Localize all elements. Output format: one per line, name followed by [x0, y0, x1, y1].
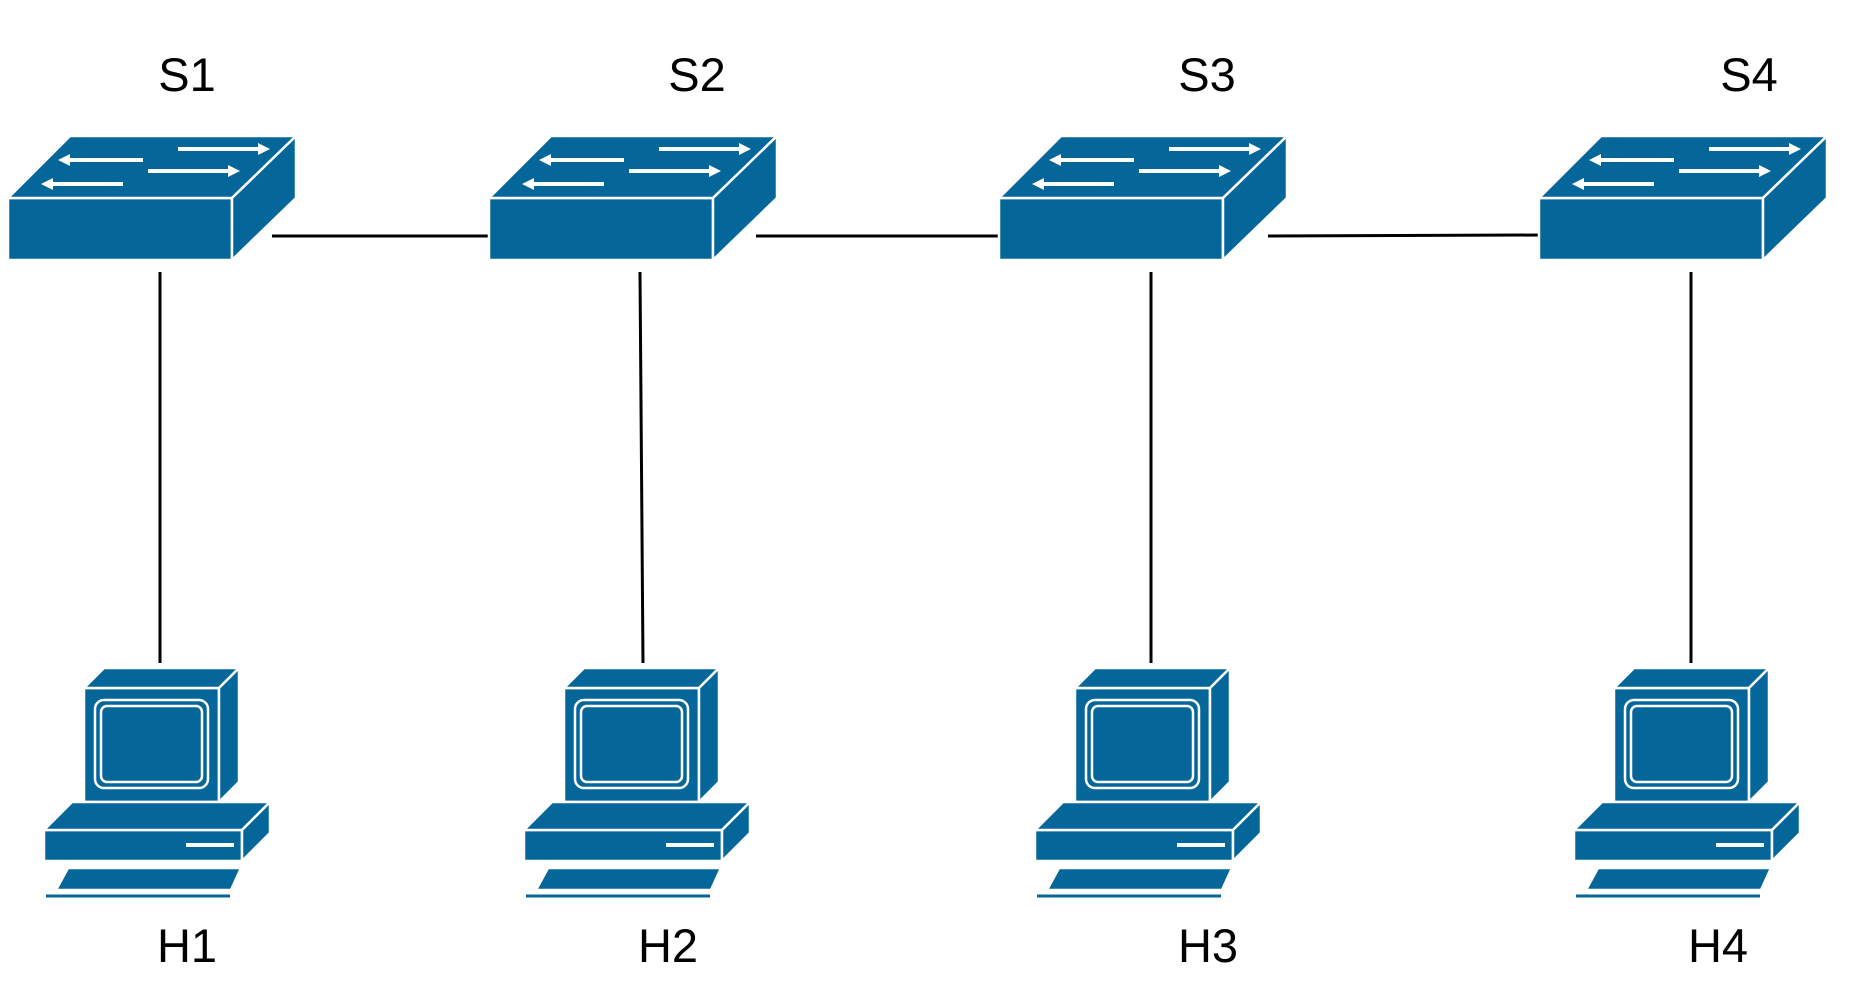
link-s3-s4: [1267, 233, 1543, 238]
computer-icon: [1572, 666, 1802, 898]
switch-icon: [997, 134, 1289, 262]
host-h1[interactable]: H1: [42, 666, 272, 972]
host-label: H1: [157, 919, 217, 972]
switch-icon: [6, 134, 298, 262]
switch-label: S2: [668, 48, 726, 101]
switch-s4[interactable]: S4: [1537, 48, 1829, 262]
host-h3[interactable]: H3: [1033, 666, 1263, 972]
links: [158, 233, 1693, 664]
link-s2-h2: [638, 271, 645, 664]
host-label: H2: [638, 919, 698, 972]
host-h2[interactable]: H2: [522, 666, 752, 972]
computer-icon: [1033, 666, 1263, 898]
switch-label: S3: [1178, 48, 1236, 101]
computer-icon: [42, 666, 272, 898]
host-h4[interactable]: H4: [1572, 666, 1802, 972]
switch-label: S4: [1720, 48, 1778, 101]
switch-s3[interactable]: S3: [997, 48, 1289, 262]
switch-icon: [487, 134, 779, 262]
computer-icon: [522, 666, 752, 898]
switch-s2[interactable]: S2: [487, 48, 779, 262]
host-label: H4: [1688, 919, 1748, 972]
host-label: H3: [1178, 919, 1238, 972]
switch-s1[interactable]: S1: [6, 48, 298, 262]
switch-icon: [1537, 134, 1829, 262]
switch-label: S1: [158, 48, 216, 101]
